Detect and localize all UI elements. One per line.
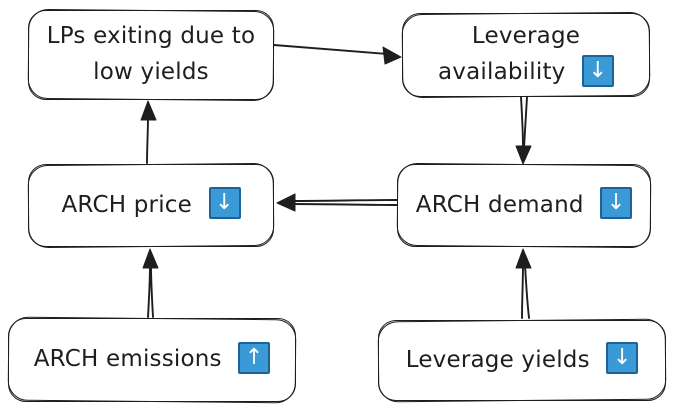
node-lps-exiting: LPs exiting due to low yields (28, 10, 274, 100)
arrow-leverage-yields-to-arch-demand (515, 248, 532, 319)
node-label: Leverage yields (405, 346, 590, 373)
up-arrow-icon: ↑ (238, 341, 271, 374)
node-leverage-availability: Leverage availability ↓ (402, 13, 650, 97)
node-label: ARCH price (61, 191, 192, 218)
node-content: Leverage yields ↓ (405, 342, 639, 379)
node-arch-demand: ARCH demand ↓ (397, 164, 651, 247)
arrow-arch-price-to-lps (140, 100, 157, 164)
down-arrow-icon: ↓ (582, 54, 614, 87)
node-label: Leverage availability (438, 23, 581, 85)
node-arch-emissions: ARCH emissions ↑ (8, 318, 296, 402)
node-label: ARCH emissions (33, 346, 222, 373)
arrow-arch-demand-to-arch-price (276, 193, 398, 212)
node-label: ARCH demand (415, 191, 584, 218)
node-leverage-yields: Leverage yields ↓ (378, 320, 666, 401)
node-label: LPs exiting due to low yields (46, 23, 256, 85)
node-content: ARCH emissions ↑ (33, 341, 271, 378)
node-content: ARCH price ↓ (61, 187, 241, 224)
down-arrow-icon: ↓ (600, 187, 633, 220)
node-content: ARCH demand ↓ (415, 187, 633, 224)
arrow-arch-emissions-to-arch-price (142, 248, 159, 318)
down-arrow-icon: ↓ (606, 342, 639, 375)
node-arch-price: ARCH price ↓ (28, 164, 274, 247)
arrow-leverage-availability-to-arch-demand (515, 96, 532, 165)
down-arrow-icon: ↓ (208, 187, 241, 220)
arrow-lps-to-leverage-availability (273, 44, 402, 65)
node-content: Leverage availability ↓ (413, 19, 639, 90)
